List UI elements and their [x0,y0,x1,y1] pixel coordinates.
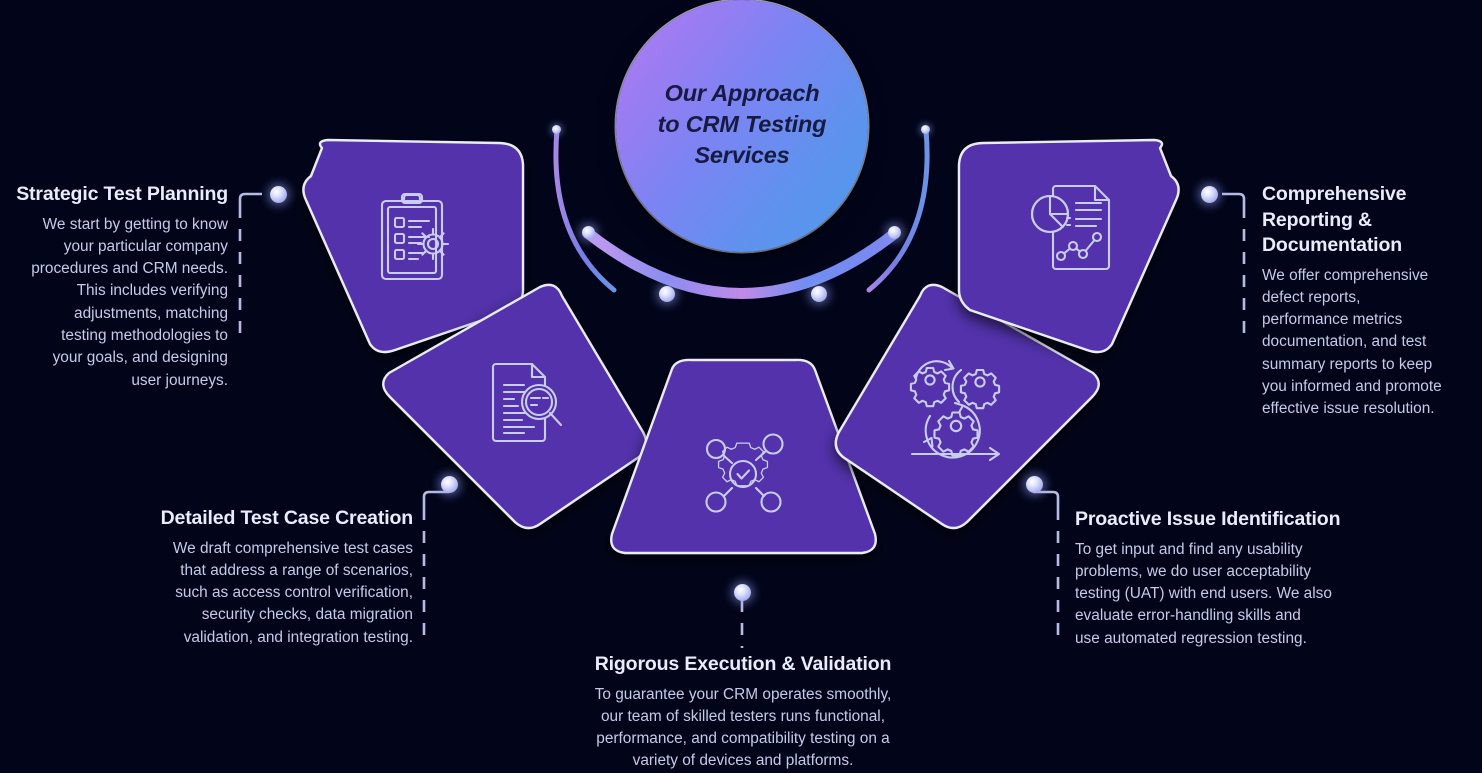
arc-node-dot-right [888,226,901,239]
step-title-strategic-test-planning: Strategic Test Planning [16,183,228,205]
gear-network-check-icon [705,433,784,513]
connector-detailed-elbow [422,490,449,508]
connector-comprehensive-elbow [1222,192,1246,206]
connector-dot-rigorous[interactable] [734,584,751,601]
step-body-strategic-test-planning: We start by getting to know your particu… [31,215,228,389]
arc-node-dot-left [582,226,595,239]
step-title-proactive-issue-identification: Proactive Issue Identification [1075,508,1341,530]
step-title-rigorous-execution-validation: Rigorous Execution & Validation [594,653,892,675]
document-magnifier-icon [491,362,563,443]
step-title-detailed-test-case-creation: Detailed Test Case Creation [160,507,414,529]
report-chart-document-icon [1030,184,1111,271]
step-body-proactive-issue-identification: To get input and find any usability prob… [1075,540,1332,647]
arc-node-dot-bottom-left [659,286,675,302]
connector-proactive-elbow [1033,490,1060,508]
petal-comprehensive-reporting-documentation[interactable] [957,138,1180,354]
connector-dot-strategic[interactable] [270,186,287,203]
step-block-detailed-test-case-creation: Detailed Test Case Creation We draft com… [128,506,414,649]
connector-dot-proactive[interactable] [1026,476,1043,493]
petal-detailed-test-case-creation[interactable] [382,283,648,530]
step-body-rigorous-execution-validation: To guarantee your CRM operates smoothly,… [594,685,892,770]
connector-strategic-elbow [238,192,262,206]
petal-rigorous-execution-validation[interactable] [610,358,877,555]
arc-endpoint-dot-left [552,125,561,134]
center-hub: Our Approach to CRM Testing Services [616,0,868,252]
clipboard-gear-icon [380,192,450,281]
arc-segment-left [553,127,617,293]
arc-segment-right [866,127,930,293]
connector-dot-comprehensive[interactable] [1201,186,1218,203]
step-block-proactive-issue-identification: Proactive Issue Identification To get in… [1075,507,1375,650]
step-block-strategic-test-planning: Strategic Test Planning We start by gett… [0,182,228,392]
hub-title: Our Approach to CRM Testing Services [657,79,827,168]
step-block-rigorous-execution-validation: Rigorous Execution & Validation To guara… [556,652,930,773]
petal-strategic-test-planning[interactable] [302,138,525,354]
agile-gears-arrow-icon [909,359,1001,462]
step-body-comprehensive-reporting-documentation: We offer comprehensive defect reports, p… [1262,266,1442,418]
arc-endpoint-dot-right [921,125,930,134]
connector-dot-detailed[interactable] [441,476,458,493]
step-block-comprehensive-reporting-documentation: Comprehensive Reporting & Documentation … [1262,182,1474,421]
step-title-comprehensive-reporting-documentation: Comprehensive Reporting & Documentation [1262,183,1407,256]
arc-node-dot-bottom-right [811,286,827,302]
petal-proactive-issue-identification[interactable] [834,283,1100,530]
step-body-detailed-test-case-creation: We draft comprehensive test cases that a… [172,539,413,646]
